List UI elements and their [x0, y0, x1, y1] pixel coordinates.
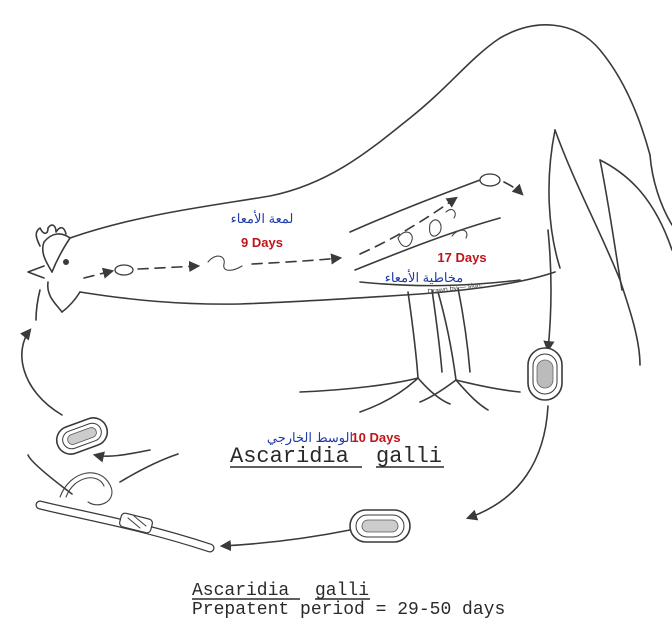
chicken-outline [28, 25, 672, 412]
footer-caption: Ascaridia galli Prepatent period = 29-50… [192, 581, 505, 620]
label-intestine-lumen-ar: لمعة الأمعاء [231, 210, 294, 226]
main-title-genus: Ascaridia [230, 444, 349, 469]
label-intestine-mucosa-ar: مخاطية الأمعاء [385, 269, 464, 285]
main-title: Ascaridia galli [230, 444, 444, 469]
main-title-species: galli [376, 444, 442, 469]
footer-genus: Ascaridia [192, 581, 289, 601]
prepatent-period: Prepatent period = 29-50 days [192, 600, 505, 620]
label-environment-days: 10 Days [351, 430, 400, 445]
footer-species: galli [315, 581, 369, 601]
external-cycle [22, 230, 562, 548]
egg-embryonating [528, 348, 562, 400]
earthworm [40, 473, 210, 548]
label-mucosa-days: 17 Days [437, 250, 486, 265]
egg-infective [350, 510, 410, 542]
egg-left [53, 414, 111, 458]
label-lumen-days: 9 Days [241, 235, 283, 250]
